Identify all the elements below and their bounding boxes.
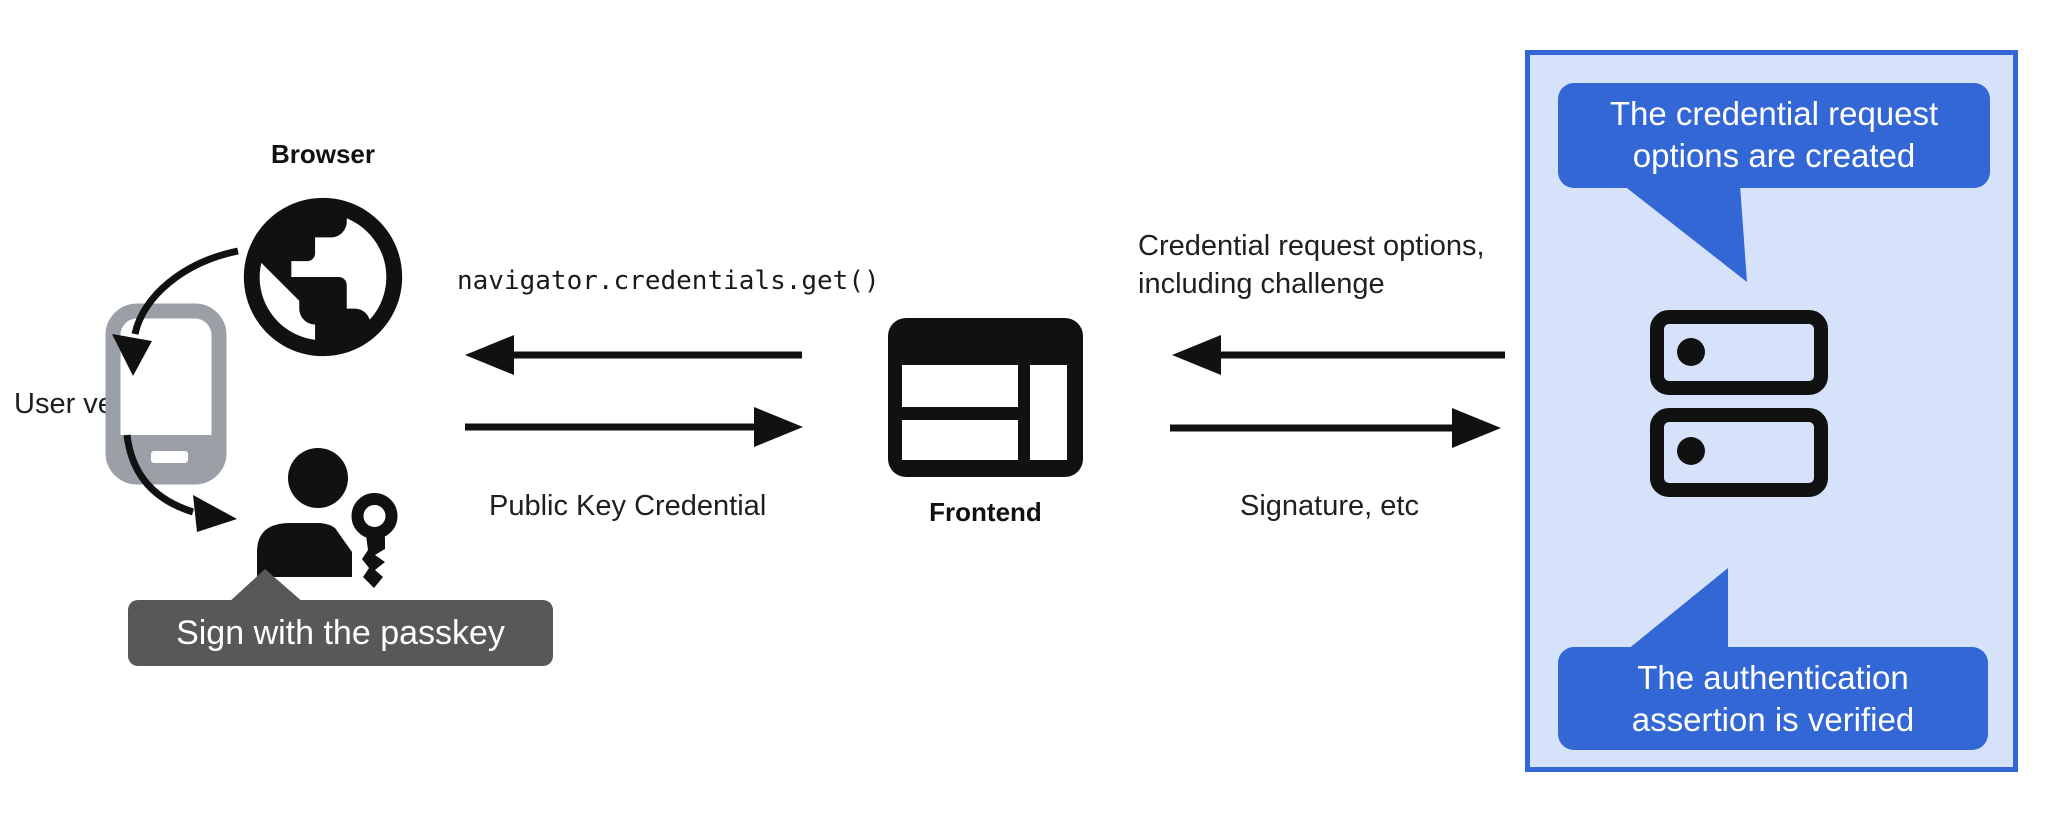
arrow-frontend-to-server-icon [1170, 408, 1501, 448]
server-note-top: The credential request options are creat… [1558, 83, 1990, 188]
credential-request-label: Credential request options, including ch… [1138, 227, 1485, 303]
server-note-bottom-line1: The authentication [1637, 659, 1909, 696]
arrow-server-to-frontend-icon [1172, 335, 1505, 375]
person-passkey-icon [257, 448, 398, 588]
passkey-tooltip: Sign with the passkey [128, 600, 553, 666]
credential-request-line1: Credential request options, [1138, 230, 1485, 262]
smartphone-icon [105, 303, 227, 485]
signature-label: Signature, etc [1240, 490, 1419, 522]
code-call-label: navigator.credentials.get() [457, 266, 880, 296]
frontend-window-icon [888, 318, 1083, 477]
globe-icon [243, 197, 403, 357]
key-icon [351, 493, 398, 588]
credential-request-line2: including challenge [1138, 268, 1385, 300]
server-note-top-line2: options are created [1632, 137, 1916, 174]
server-note-bottom: The authentication assertion is verified [1558, 647, 1988, 750]
frontend-label: Frontend [929, 497, 1042, 527]
public-key-credential-label: Public Key Credential [489, 490, 767, 522]
arrow-browser-to-frontend-icon [465, 407, 803, 447]
person-icon [257, 448, 352, 577]
server-note-bottom-line2: assertion is verified [1631, 701, 1915, 738]
arrow-frontend-to-browser-icon [465, 335, 802, 375]
browser-label: Browser [270, 139, 376, 169]
server-note-top-line1: The credential request [1609, 95, 1939, 132]
server-icon [1650, 310, 1828, 497]
